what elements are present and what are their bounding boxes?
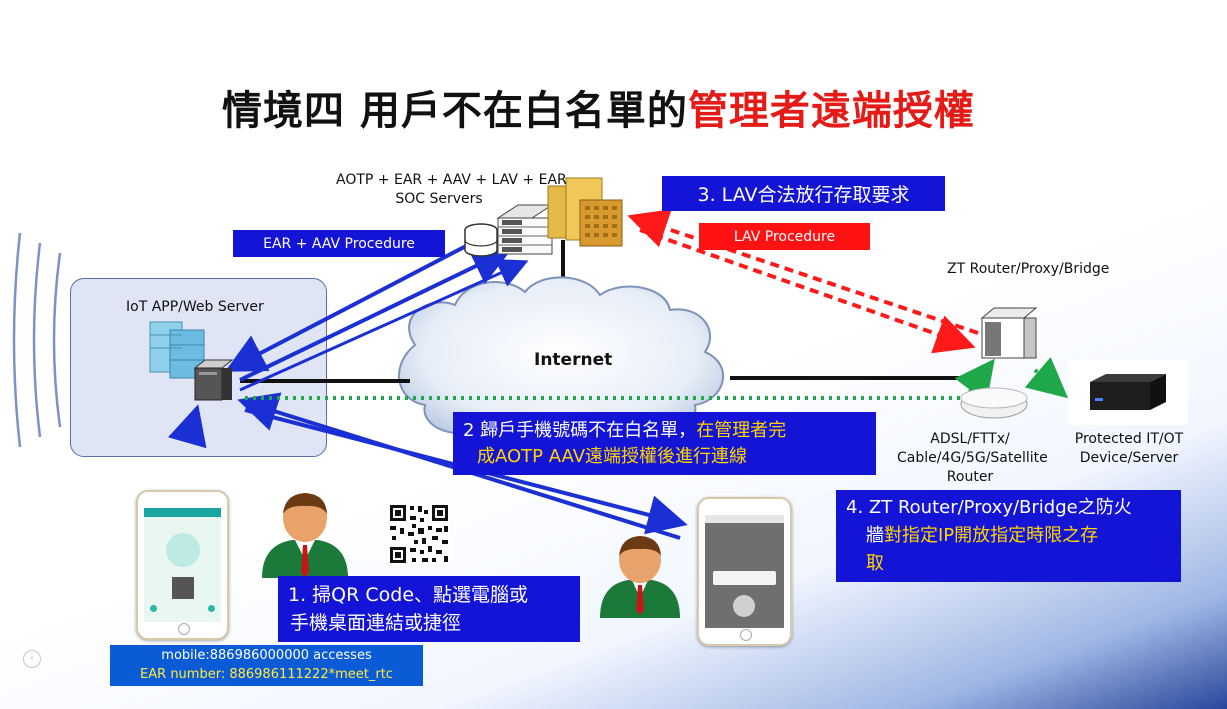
- lav-procedure-box: LAV Procedure: [699, 223, 870, 250]
- arrow-phone1-to-iot: [167, 404, 207, 449]
- mobile-info-box: mobile:886986000000 accesses EAR number:…: [110, 645, 423, 686]
- page-title: 情境四 用戶不在白名單的管理者遠端授權: [222, 88, 975, 134]
- soc-label-line1: AOTP + EAR + AAV + LAV + EAR: [336, 172, 567, 188]
- adsl-line2: Cable/4G/5G/Satellite: [897, 450, 1048, 466]
- mobile-line2: EAR number: 886986111222*meet_rtc: [140, 667, 393, 682]
- arrow-soc-to-iot: [224, 243, 469, 372]
- green-arrow-to-router: [954, 358, 995, 403]
- person-icon: [262, 493, 348, 578]
- protected-device-label: Protected IT/OT Device/Server: [1070, 430, 1188, 468]
- step4-line3: 取: [866, 553, 884, 574]
- step2-box: 2 歸戶手機號碼不在白名單，在管理者完 成AOTP AAV遠端授權後進行連線: [453, 412, 876, 475]
- phone-icon: [697, 497, 792, 646]
- step1-line2: 手機桌面連結或捷徑: [290, 612, 462, 634]
- mini-pc-icon: [1068, 360, 1188, 425]
- iot-server-label: IoT APP/Web Server: [126, 299, 264, 315]
- protected-line1: Protected IT/OT: [1074, 431, 1184, 447]
- building-icon: [547, 177, 623, 247]
- iot-server-icon: [193, 359, 234, 401]
- step4-box: 4. ZT Router/Proxy/Bridge之防火 牆對指定IP開放指定時…: [836, 490, 1181, 582]
- arrow-iot-to-soc-lower: [239, 259, 529, 392]
- step1-line1: 1. 掃QR Code、點選電腦或: [288, 584, 529, 606]
- arrow-iot-to-soc-upper: [239, 247, 513, 382]
- adsl-line1: ADSL/FTTx/: [930, 431, 1010, 447]
- qr-code-icon: [388, 503, 450, 565]
- step2-line2: 成AOTP AAV遠端授權後進行連線: [477, 445, 748, 467]
- step4-line1: 4. ZT Router/Proxy/Bridge之防火: [846, 497, 1132, 518]
- phone-icon: [136, 490, 229, 640]
- adsl-router-label: ADSL/FTTx/ Cable/4G/5G/Satellite Router: [897, 430, 1048, 487]
- page-stack-decoration: [12, 232, 62, 448]
- ear-aav-procedure-label: EAR + AAV Procedure: [263, 235, 415, 252]
- adsl-router-icon: [960, 387, 1028, 419]
- iot-building-icon: [149, 321, 205, 379]
- router-icon: [980, 307, 1038, 359]
- step2-text-white: 2 歸戶手機號碼不在白名單，: [463, 419, 697, 441]
- soc-servers-label: AOTP + EAR + AAV + LAV + EAR SOC Servers: [336, 171, 567, 209]
- adsl-line3: Router: [946, 469, 994, 485]
- server-rack-icon: [496, 204, 554, 255]
- step4-line2-white: 牆: [866, 525, 884, 546]
- database-icon: [464, 223, 498, 257]
- mobile-line1: mobile:886986000000 accesses: [161, 648, 372, 663]
- step1-box: 1. 掃QR Code、點選電腦或 手機桌面連結或捷徑: [278, 576, 580, 642]
- slide-nav-back-icon[interactable]: ‹: [23, 650, 41, 668]
- lav-grant-label: 3. LAV合法放行存取要求: [697, 184, 910, 206]
- lav-arrow-to-soc: [627, 209, 979, 335]
- zt-router-label: ZT Router/Proxy/Bridge: [947, 261, 1110, 277]
- ear-aav-procedure-box: EAR + AAV Procedure: [233, 230, 445, 257]
- soc-label-line2: SOC Servers: [395, 191, 483, 207]
- step4-line2-yellow: 對指定IP開放指定時限之存: [884, 525, 1099, 546]
- internet-label: Internet: [534, 350, 613, 370]
- lav-arrow-to-router: [639, 228, 976, 354]
- green-arrow-to-device: [1024, 357, 1069, 399]
- lav-procedure-label: LAV Procedure: [733, 228, 836, 245]
- lav-grant-box: 3. LAV合法放行存取要求: [662, 176, 945, 211]
- step2-text-yellow: 在管理者完: [696, 419, 787, 441]
- protected-line2: Device/Server: [1079, 450, 1179, 466]
- person-icon: [600, 536, 680, 618]
- phone1-screen: [144, 508, 221, 622]
- phone2-screen: [705, 515, 784, 628]
